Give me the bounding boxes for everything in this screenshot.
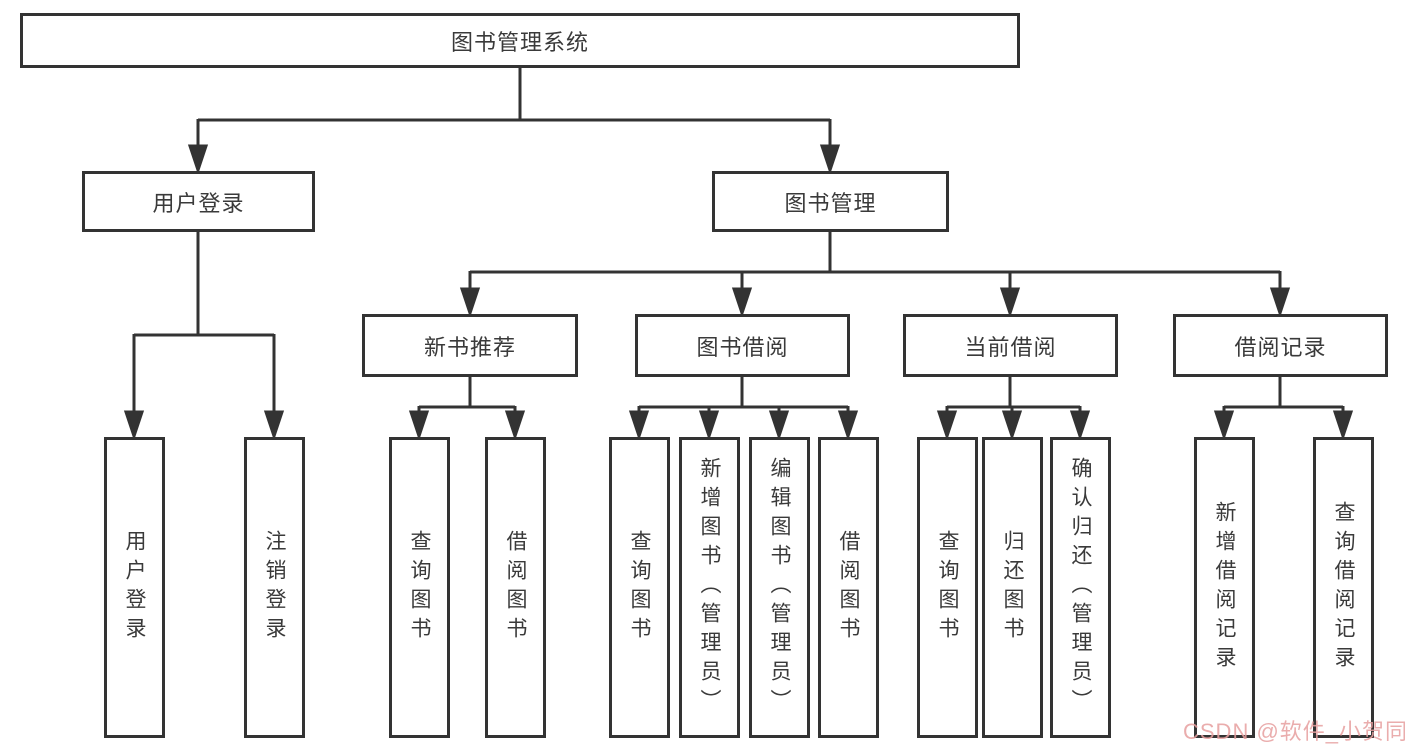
- leaf-logout: 注销登录: [244, 437, 305, 738]
- arrowhead: [1213, 410, 1235, 441]
- arrowhead: [768, 410, 790, 441]
- leaf-add-books-admin: 新增图书（管理员）: [679, 437, 740, 738]
- node-book-management: 图书管理: [712, 171, 949, 232]
- node-label: 当前借阅: [964, 334, 1057, 360]
- leaf-query-books-recommend: 查询图书: [389, 437, 450, 738]
- node-root: 图书管理系统: [20, 13, 1020, 68]
- arrowhead: [187, 144, 209, 175]
- node-label: 编辑图书（管理员）: [768, 457, 791, 718]
- arrowhead: [1069, 410, 1091, 441]
- leaf-user-login: 用户登录: [104, 437, 165, 738]
- node-label: 新增图书（管理员）: [698, 457, 721, 718]
- node-label: 查询图书: [936, 529, 959, 646]
- node-label: 归还图书: [1001, 529, 1024, 646]
- arrowhead: [731, 287, 753, 318]
- node-current-borrow: 当前借阅: [903, 314, 1118, 377]
- node-label: 新增借阅记录: [1213, 500, 1236, 675]
- arrowhead: [1332, 410, 1354, 441]
- arrowhead: [936, 410, 958, 441]
- node-label: 查询图书: [408, 529, 431, 646]
- watermark: CSDN @软件_小贺同学: [1183, 719, 1405, 744]
- node-label: 用户登录: [123, 529, 146, 646]
- node-label: 图书借阅: [696, 334, 789, 360]
- arrowhead: [408, 410, 430, 441]
- leaf-query-books-borrow: 查询图书: [609, 437, 670, 738]
- node-label: 图书管理系统: [450, 29, 589, 55]
- arrowhead: [1001, 410, 1023, 441]
- node-label: 确认归还（管理员）: [1069, 457, 1092, 718]
- node-label: 用户登录: [152, 190, 245, 216]
- node-borrow-records: 借阅记录: [1173, 314, 1388, 377]
- arrowhead: [263, 410, 285, 441]
- node-label: 注销登录: [263, 529, 286, 646]
- leaf-confirm-return-admin: 确认归还（管理员）: [1050, 437, 1111, 738]
- arrowhead: [504, 410, 526, 441]
- node-label: 借阅记录: [1234, 334, 1327, 360]
- arrowhead: [1269, 287, 1291, 318]
- arrowhead: [819, 144, 841, 175]
- leaf-query-borrow-record: 查询借阅记录: [1313, 437, 1374, 738]
- node-user-login: 用户登录: [82, 171, 315, 232]
- arrowhead: [628, 410, 650, 441]
- node-label: 新书推荐: [423, 334, 516, 360]
- node-label: 查询图书: [628, 529, 651, 646]
- node-label: 图书管理: [784, 190, 877, 216]
- node-new-book-recommend: 新书推荐: [362, 314, 578, 377]
- node-book-borrow: 图书借阅: [635, 314, 850, 377]
- arrowhead: [123, 410, 145, 441]
- leaf-return-books: 归还图书: [982, 437, 1043, 738]
- leaf-query-books-current: 查询图书: [917, 437, 978, 738]
- leaf-borrow-books-recommend: 借阅图书: [485, 437, 546, 738]
- leaf-borrow-books: 借阅图书: [818, 437, 879, 738]
- leaf-edit-books-admin: 编辑图书（管理员）: [749, 437, 810, 738]
- node-label: 借阅图书: [504, 529, 527, 646]
- arrowhead: [459, 287, 481, 318]
- node-label: 借阅图书: [837, 529, 860, 646]
- leaf-add-borrow-record: 新增借阅记录: [1194, 437, 1255, 738]
- arrowhead: [698, 410, 720, 441]
- node-label: 查询借阅记录: [1332, 500, 1355, 675]
- arrowhead: [999, 287, 1021, 318]
- arrowhead: [837, 410, 859, 441]
